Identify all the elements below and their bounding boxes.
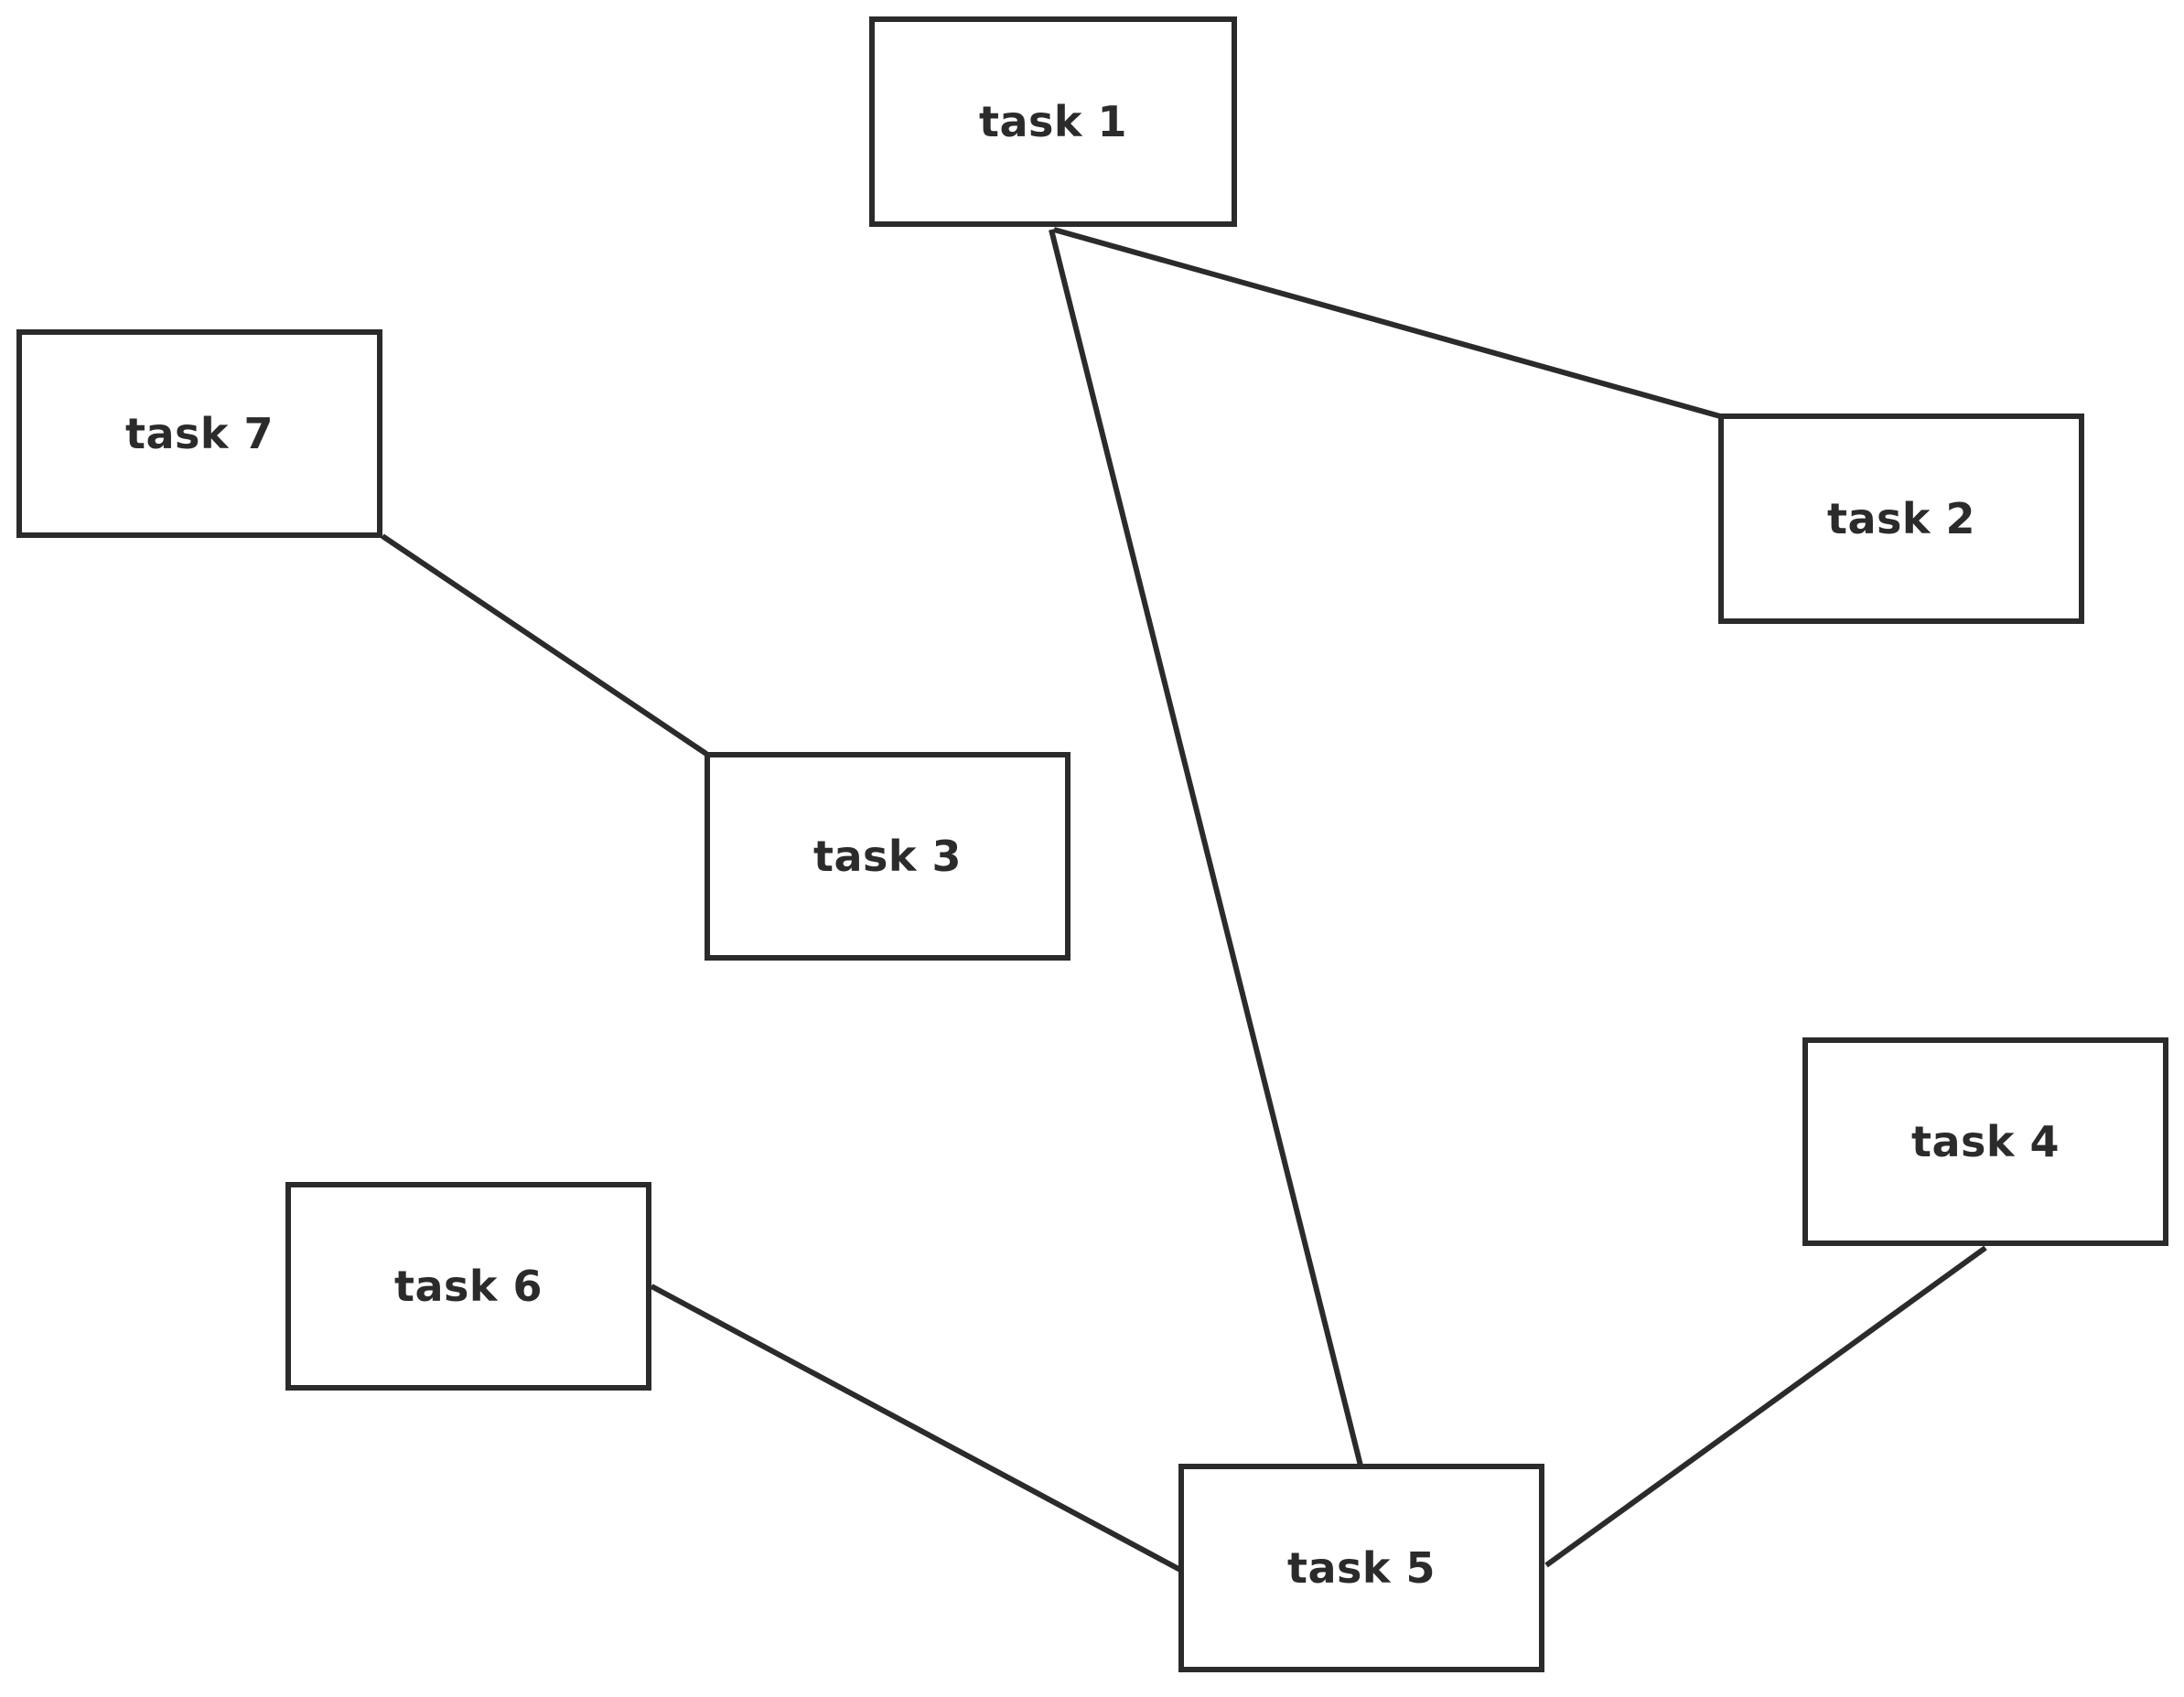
graph-edge-task7-to-task3 <box>381 533 708 757</box>
graph-node-label: task 1 <box>978 97 1128 146</box>
graph-node-label: task 5 <box>1286 1543 1436 1593</box>
graph-node-label: task 4 <box>1910 1117 2060 1166</box>
graph-node-task1[interactable]: task 1 <box>869 16 1237 227</box>
graph-edge-task4-to-task5 <box>1544 1245 1987 1568</box>
graph-node-task4[interactable]: task 4 <box>1802 1037 2168 1246</box>
graph-node-label: task 6 <box>393 1262 543 1311</box>
graph-node-task5[interactable]: task 5 <box>1178 1464 1544 1672</box>
graph-edge-task1-to-task5 <box>1049 229 1363 1466</box>
graph-node-task6[interactable]: task 6 <box>285 1182 651 1391</box>
graph-node-task2[interactable]: task 2 <box>1718 414 2084 624</box>
graph-node-label: task 3 <box>812 832 963 881</box>
graph-edge-task6-to-task5 <box>650 1283 1182 1573</box>
graph-node-label: task 7 <box>124 409 274 458</box>
graph-node-task3[interactable]: task 3 <box>705 752 1070 961</box>
graph-edge-task1-to-task2 <box>1053 227 1721 419</box>
graph-node-label: task 2 <box>1826 494 1976 543</box>
graph-node-task7[interactable]: task 7 <box>16 329 382 538</box>
